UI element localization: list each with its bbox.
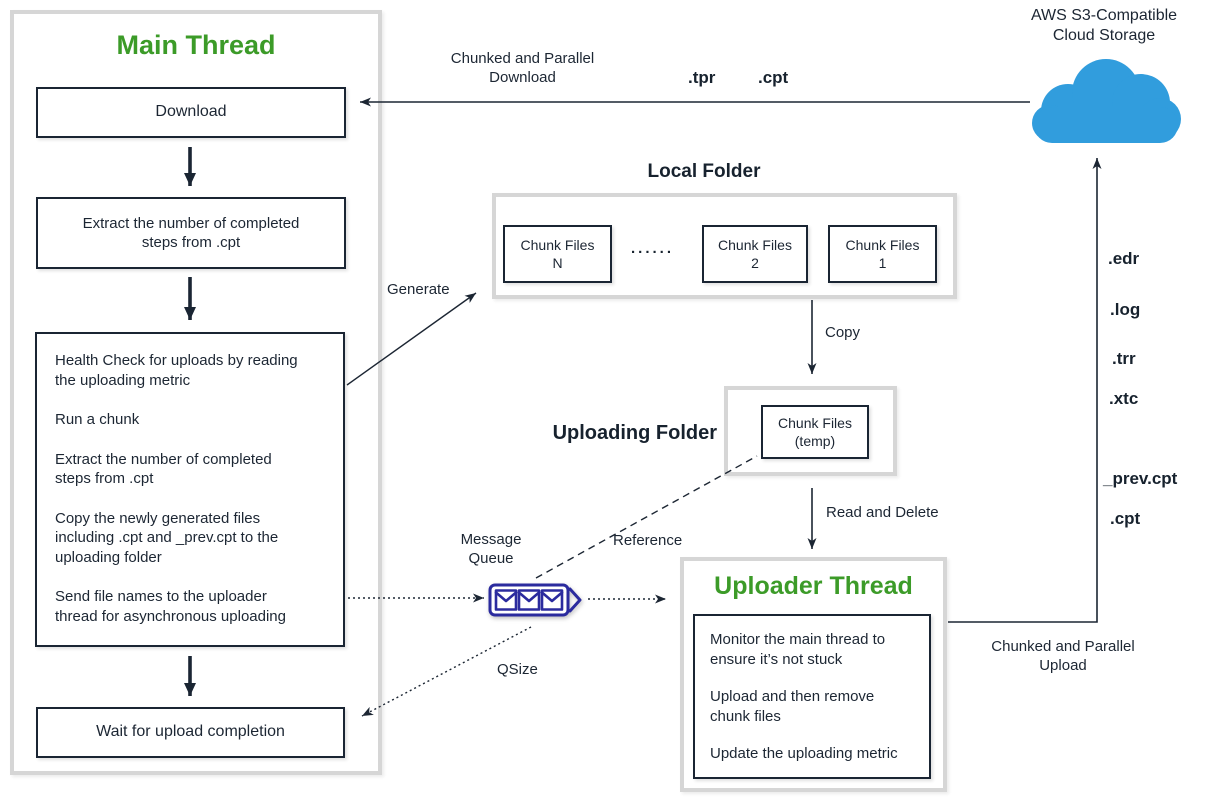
main-step: Health Check for uploads by reading the … xyxy=(55,352,298,389)
uploader-thread-title: Uploader Thread xyxy=(714,572,913,600)
message-queue-line1: Message xyxy=(460,531,522,548)
copy-label: Copy xyxy=(825,324,861,341)
uploading-folder-title: Uploading Folder xyxy=(552,422,717,444)
file-ext-cpt-download: .cpt xyxy=(758,68,789,87)
extract-steps-label: Extract the number of completed steps fr… xyxy=(82,214,300,252)
generate-label: Generate xyxy=(387,281,450,298)
chunk-files-n-box: Chunk Files N xyxy=(503,225,612,283)
main-step: Run a chunk xyxy=(55,411,140,428)
main-thread-title: Main Thread xyxy=(116,30,276,60)
file-ext-cpt-upload: .cpt xyxy=(1110,509,1141,528)
main-step: Copy the newly generated files including… xyxy=(55,509,279,566)
chunk-files-temp-box: Chunk Files (temp) xyxy=(761,405,869,459)
cloud-title: AWS S3-Compatible Cloud Storage xyxy=(1018,6,1190,46)
chunk-files-1-box: Chunk Files 1 xyxy=(828,225,937,283)
main-thread-steps-box: Health Check for uploads by reading the … xyxy=(35,332,345,647)
upload-edge-line2: Upload xyxy=(1039,656,1087,674)
file-ext-tpr: .tpr xyxy=(688,68,716,87)
chunk-files-2-label: Chunk Files xyxy=(718,236,792,253)
message-queue-label: Message Queue xyxy=(445,531,537,569)
download-box-label: Download xyxy=(155,103,227,121)
upload-arrow xyxy=(948,158,1102,623)
chunk-files-n-label: Chunk Files xyxy=(520,236,595,253)
download-edge-line1: Chunked and Parallel xyxy=(450,50,595,67)
uploader-step: Upload and then remove chunk files xyxy=(710,688,875,725)
uploader-steps-box: Monitor the main thread to ensure it’s n… xyxy=(693,614,931,779)
chunk-files-2-sub: 2 xyxy=(751,255,759,271)
message-queue-icon xyxy=(488,583,582,617)
chunk-files-2-box: Chunk Files 2 xyxy=(702,225,808,283)
chunk-files-1-sub: 1 xyxy=(878,255,887,271)
cloud-title-line1: AWS S3-Compatible xyxy=(1030,7,1178,24)
file-ext-xtc: .xtc xyxy=(1109,389,1139,408)
uploader-step: Update the uploading metric xyxy=(710,745,898,762)
wait-box-label: Wait for upload completion xyxy=(96,723,285,741)
chunk-files-1-label: Chunk Files xyxy=(845,236,920,253)
file-ext-prev-cpt: _prev.cpt xyxy=(1103,469,1178,488)
main-step: Send file names to the uploader thread f… xyxy=(55,588,286,625)
qsize-label: QSize xyxy=(497,661,538,678)
local-folder-title: Local Folder xyxy=(647,161,761,182)
upload-edge-line1: Chunked and Parallel xyxy=(991,638,1135,655)
chunk-files-temp-label: Chunk Files xyxy=(778,414,852,431)
read-delete-label: Read and Delete xyxy=(826,504,939,521)
download-edge-line2: Download xyxy=(489,68,556,86)
wait-box: Wait for upload completion xyxy=(36,707,345,758)
upload-edge-label: Chunked and Parallel Upload xyxy=(978,638,1148,676)
extract-steps-box: Extract the number of completed steps fr… xyxy=(36,197,346,269)
uploader-step: Monitor the main thread to ensure it’s n… xyxy=(710,631,886,668)
reference-label: Reference xyxy=(613,532,683,549)
file-ext-edr: .edr xyxy=(1108,249,1140,268)
ellipsis-dots: ...... xyxy=(631,240,675,257)
file-ext-log: .log xyxy=(1110,300,1141,319)
download-box: Download xyxy=(36,87,346,138)
main-step: Extract the number of completed steps fr… xyxy=(55,450,272,488)
chunk-files-temp-sub: (temp) xyxy=(794,433,836,449)
download-edge-label: Chunked and Parallel Download xyxy=(430,50,615,88)
file-ext-trr: .trr xyxy=(1112,349,1136,368)
cloud-title-line2: Cloud Storage xyxy=(1052,27,1156,44)
message-queue-line2: Queue xyxy=(468,549,514,567)
chunk-files-n-sub: N xyxy=(552,255,563,271)
cloud-icon xyxy=(1032,59,1181,143)
